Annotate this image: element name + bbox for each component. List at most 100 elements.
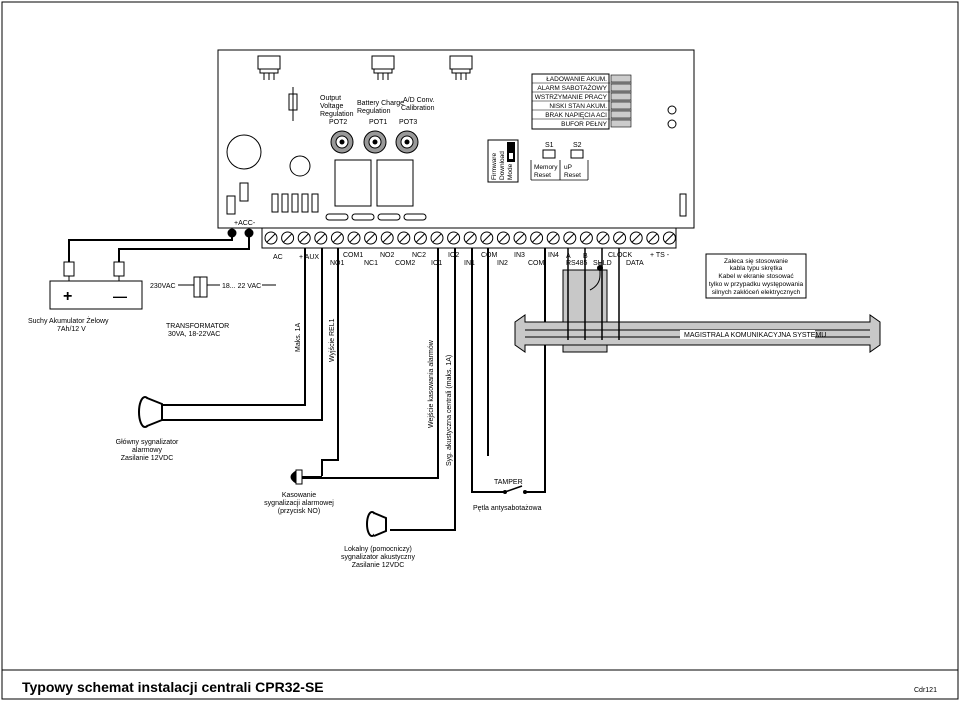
led-icon — [610, 92, 632, 101]
terminal-label-in3: IN3 — [514, 252, 525, 259]
terminal-label-in1: IN1 — [464, 260, 475, 267]
battery: + — Suchy Akumulator Żelowy 7Ah/12 V — [28, 261, 143, 333]
transformer-in-label: 230VAC — [150, 283, 176, 290]
pot2-text-3: Regulation — [320, 111, 354, 118]
firmware-jumper — [487, 139, 519, 183]
firmware-text-2: Download — [499, 151, 506, 180]
terminal-label-com1: COM1 — [343, 252, 363, 259]
main-siren-text-2: alarmowy — [132, 447, 162, 454]
led-label-2: ALARM SABOTAŻOWY — [537, 83, 607, 92]
pot3-text-1: A/D Conv. — [403, 97, 434, 104]
terminal-screw-slot — [582, 233, 591, 243]
terminal-label-rs485: RS485 — [566, 260, 588, 267]
terminal-screw-slot — [565, 233, 575, 243]
terminal-screw-slot — [399, 233, 409, 243]
terminal-label-ts: + TS - — [650, 252, 670, 259]
potentiometer-pot1-icon — [363, 130, 387, 154]
terminal-screw-slot — [665, 233, 674, 243]
led-label-6: BUFOR PEŁNY — [561, 121, 608, 128]
pot2-label: POT2 — [329, 119, 347, 126]
led-label-1: ŁADOWANIE AKUM. — [546, 76, 607, 83]
wire-label-reset-input: Wejście kasowania alarmów — [428, 339, 435, 428]
terminal-label-in4: IN4 — [548, 252, 559, 259]
regulator-left — [257, 55, 281, 80]
cable-note: Zaleca się stosowanie kabla typu skrętka… — [705, 253, 807, 299]
terminal-screw-slot — [598, 233, 608, 243]
terminal-screw-slot — [266, 233, 276, 243]
terminal-label-ac: AC — [273, 254, 283, 261]
led-list: ŁADOWANIE AKUM. ALARM SABOTAŻOWY WSTRZYM… — [531, 73, 632, 130]
rel1-wire — [321, 248, 339, 476]
acc-minus-terminal — [244, 228, 254, 238]
terminal-label-io1: IO1 — [431, 260, 442, 267]
terminal-screw-slot — [532, 233, 541, 243]
terminal-screw-slot — [316, 233, 326, 243]
tamper-wire-in — [471, 248, 505, 493]
s2-label: S2 — [573, 142, 582, 149]
siren-wire-minus — [160, 248, 323, 421]
terminal-screw-slot — [333, 233, 342, 243]
pot1-text-2: Regulation — [357, 108, 391, 115]
terminal-screw-slot — [366, 233, 375, 243]
terminal-screws — [264, 231, 676, 245]
acc-plus-terminal — [227, 228, 237, 238]
main-siren-icon — [138, 396, 163, 428]
main-siren-text-1: Główny sygnalizator — [116, 439, 179, 446]
led-label-5: BRAK NAPIĘCIA ACI — [545, 112, 607, 119]
pot3-text-2: Calibration — [401, 105, 435, 112]
note-line-2: kabla typu skrętka — [730, 265, 783, 272]
button-s2: S2 uP Reset — [564, 142, 589, 180]
terminal-screw-slot — [515, 233, 525, 243]
terminal-label-com: COM — [481, 252, 498, 259]
bus-label: MAGISTRALA KOMUNIKACYJNA SYSTEMU — [684, 332, 826, 339]
capacitor-large-icon — [226, 134, 262, 170]
terminal-screw-slot — [349, 233, 359, 243]
transformer-out-label: 18... 22 VAC — [222, 283, 261, 290]
reset-text-3: (przycisk NO) — [278, 508, 320, 515]
diagram-title: Typowy schemat instalacji centrali CPR32… — [22, 679, 324, 695]
battery-clip-plus-icon — [63, 261, 75, 277]
terminal-strip: AC + AUX - COM1 NO2 NC2 IO2 COM IN3 IN4 … — [261, 227, 677, 267]
battery-wire-minus — [118, 236, 250, 262]
local-siren-text-2: sygnalizator akustyczny — [341, 554, 415, 561]
local-siren-icon — [366, 511, 387, 537]
terminal-screw-slot — [615, 233, 624, 243]
note-line-4: tylko w przypadku występowania — [709, 281, 804, 288]
local-siren-text-3: Zasilanie 12VDC — [352, 562, 405, 569]
terminal-label-data: DATA — [626, 260, 644, 267]
regulator-middle — [371, 55, 395, 80]
firmware-text-1: Firmware — [491, 153, 498, 180]
s1-label: S1 — [545, 142, 554, 149]
led-icon — [610, 119, 632, 128]
terminal-label-aux: + AUX - — [299, 254, 324, 261]
regulator-right — [449, 55, 473, 80]
terminal-label-com-2: COM — [528, 260, 545, 267]
reset-input-wire — [302, 248, 439, 479]
terminal-label-io2: IO2 — [448, 252, 459, 259]
s2-text-2: Reset — [564, 172, 581, 179]
terminal-screw-slot — [382, 233, 392, 243]
local-siren-text-1: Lokalny (pomocniczy) — [344, 546, 412, 553]
s1-text-2: Reset — [534, 172, 551, 179]
led-icon — [610, 83, 632, 92]
note-line-1: Zaleca się stosowanie — [724, 258, 788, 265]
tamper-loop-label: Pętla antysabotażowa — [473, 505, 542, 512]
tamper-switch-icon — [503, 485, 527, 494]
led-label-3: WSTRZYMANIE PRACY — [535, 94, 608, 101]
firmware-text-3: Mode — [507, 163, 514, 180]
terminal-label-com2: COM2 — [395, 260, 415, 267]
battery-text-1: Suchy Akumulator Żelowy — [28, 316, 109, 325]
terminal-screw-slot — [449, 233, 458, 243]
main-siren-text-3: Zasilanie 12VDC — [121, 455, 174, 462]
control-board: Output Voltage Regulation POT2 Battery C… — [217, 49, 695, 238]
transformer-text-2: 30VA, 18-22VAC — [168, 331, 220, 338]
led-icon — [610, 74, 632, 83]
potentiometer-pot2-icon — [330, 130, 354, 154]
doc-code: Cdr121 — [914, 687, 937, 694]
terminal-screw-slot — [548, 233, 558, 243]
led-label-4: NISKI STAN AKUM. — [549, 103, 607, 110]
terminal-label-nc2: NC2 — [412, 252, 426, 259]
battery-plus: + — [63, 288, 72, 305]
transformer: 230VAC 18... 22 VAC TRANSFORMATOR 30VA, … — [150, 276, 261, 338]
